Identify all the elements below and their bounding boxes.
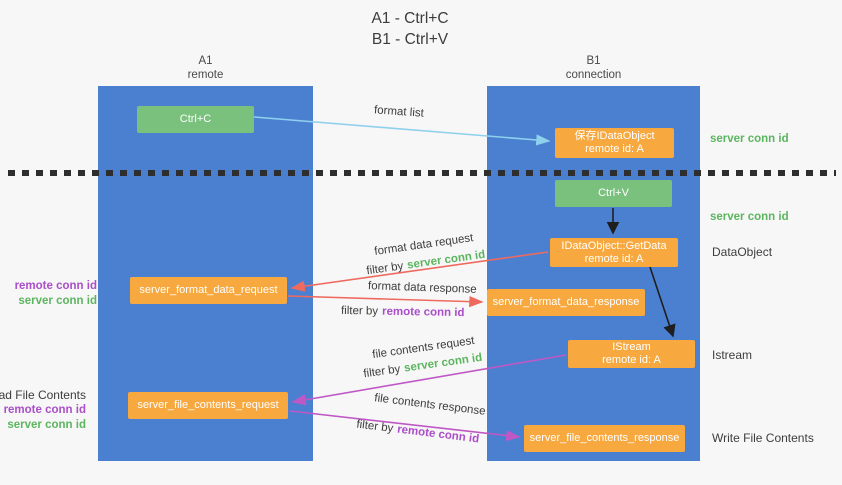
getdata-line1: IDataObject::GetData bbox=[561, 239, 667, 252]
title-line2: B1 - Ctrl+V bbox=[371, 31, 449, 48]
remote-conn-id-label: remote conn id bbox=[14, 280, 97, 292]
read-file-contents-label: Read File Contents bbox=[0, 388, 86, 402]
diagram-title: A1 - Ctrl+C B1 - Ctrl+V bbox=[300, 8, 520, 50]
format-request-node: server_format_data_request bbox=[130, 277, 287, 304]
remote-conn-id-text: remote conn id bbox=[381, 305, 465, 320]
format-list-arrow bbox=[253, 116, 551, 146]
format-response-node: server_format_data_response bbox=[487, 289, 645, 316]
format-data-response-arrow bbox=[287, 295, 484, 308]
left-conn-id-group-top: remote conn id server conn id bbox=[15, 279, 97, 309]
filter-by-text: filter by bbox=[340, 304, 379, 318]
istream-line2: remote id: A bbox=[602, 354, 661, 366]
istream-node: IStream remote id: A bbox=[568, 340, 695, 368]
istream-line1: IStream bbox=[612, 341, 651, 353]
left-column-header: A1 remote bbox=[98, 54, 313, 82]
istream-side-label: Istream bbox=[712, 348, 753, 362]
left-column-subtitle: remote bbox=[187, 69, 224, 81]
getdata-line2: remote id: A bbox=[584, 252, 644, 265]
save-dataobject-node: 保存IDataObject remote id: A bbox=[555, 128, 674, 158]
machine-separator-dotted-line bbox=[8, 170, 836, 176]
file-contents-response-arrow bbox=[289, 410, 521, 442]
getdata-node: IDataObject::GetData remote id: A bbox=[550, 238, 678, 267]
file-response-label: server_file_contents_response bbox=[529, 432, 680, 444]
server-conn-id-label: server conn id bbox=[7, 419, 86, 431]
file-request-node: server_file_contents_request bbox=[128, 392, 288, 419]
right-column-header: B1 connection bbox=[487, 54, 700, 82]
left-conn-id-group-bottom: Read File Contents remote conn id server… bbox=[0, 388, 86, 433]
server-conn-id-top-label: server conn id bbox=[710, 133, 789, 145]
ctrl-c-node: Ctrl+C bbox=[137, 106, 254, 133]
format-data-request-arrow bbox=[290, 251, 549, 292]
save-dataobject-line1: 保存IDataObject bbox=[574, 130, 655, 142]
dataobject-label: DataObject bbox=[712, 245, 773, 259]
file-response-node: server_file_contents_response bbox=[524, 425, 685, 452]
remote-conn-id-label: remote conn id bbox=[3, 404, 86, 416]
file-request-label: server_file_contents_request bbox=[137, 399, 279, 411]
getdata-to-istream-arrow bbox=[649, 266, 676, 338]
write-file-contents-label: Write File Contents bbox=[712, 431, 814, 445]
title-line1: A1 - Ctrl+C bbox=[371, 10, 449, 27]
server-conn-id-label: server conn id bbox=[18, 295, 97, 307]
ctrl-c-label: Ctrl+C bbox=[179, 113, 212, 125]
ctrl-v-label: Ctrl+V bbox=[598, 187, 629, 199]
right-column-name: B1 bbox=[586, 55, 601, 67]
save-dataobject-line2: remote id: A bbox=[585, 143, 644, 155]
server-conn-id-mid-label: server conn id bbox=[710, 211, 789, 223]
format-response-label: server_format_data_response bbox=[492, 296, 640, 308]
left-column-name: A1 bbox=[198, 55, 213, 67]
right-column-subtitle: connection bbox=[565, 69, 622, 81]
format-request-label: server_format_data_request bbox=[139, 284, 278, 296]
file-contents-request-arrow bbox=[291, 354, 567, 406]
ctrl-v-node: Ctrl+V bbox=[555, 180, 672, 207]
